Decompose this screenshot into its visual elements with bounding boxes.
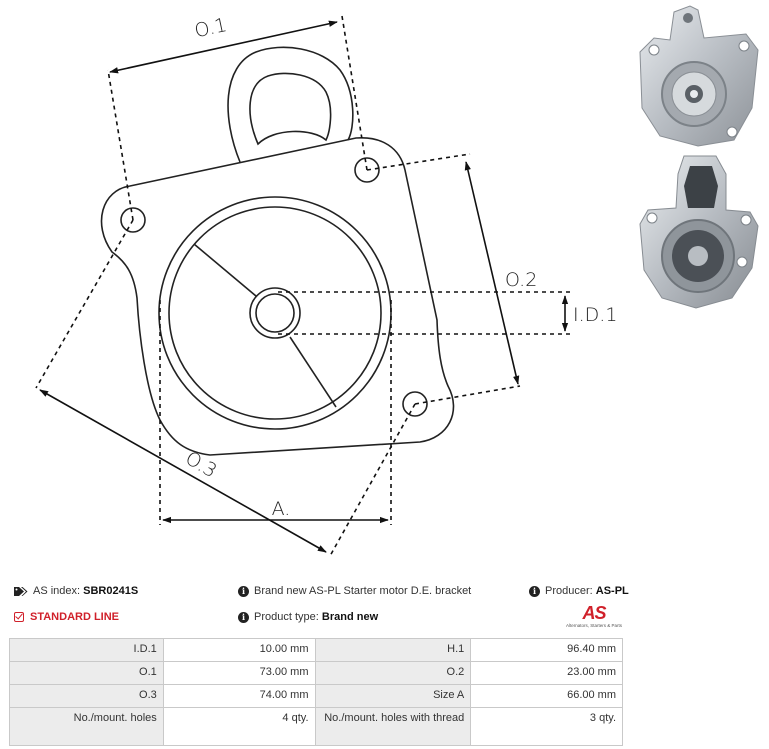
- as-index-label: AS index:: [33, 585, 81, 597]
- check-square-icon: [14, 612, 24, 622]
- spec-label: No./mount. holes with thread: [314, 707, 472, 746]
- standard-line-badge: STANDARD LINE: [14, 611, 119, 623]
- mount-hole-bottom-right: [402, 391, 428, 417]
- spec-value: 3 qty.: [470, 707, 623, 746]
- brand-logo-tagline: Alternators, Starters & Parts: [565, 623, 623, 628]
- spec-label: O.1: [9, 661, 164, 685]
- label-o2: O.2: [505, 269, 537, 291]
- product-type-label: Product type:: [254, 611, 319, 623]
- spec-value: 74.00 mm: [162, 684, 316, 708]
- spec-value: 66.00 mm: [470, 684, 623, 708]
- tags-icon: [14, 586, 28, 596]
- dim-o2-line: [464, 161, 520, 385]
- mount-hole-left: [120, 207, 146, 233]
- info-icon: i: [238, 611, 249, 623]
- dim-o3-line: [39, 389, 327, 553]
- bracket-front-photo: [634, 4, 764, 150]
- spec-value: 23.00 mm: [470, 661, 623, 685]
- standard-line-label: STANDARD LINE: [30, 611, 120, 623]
- dim-o1-line: [109, 20, 338, 74]
- producer-value: AS-PL: [595, 585, 629, 597]
- spec-value: 4 qty.: [162, 707, 316, 746]
- bracket-back-photo: [634, 152, 764, 312]
- as-index: AS index: SBR0241S: [14, 585, 138, 597]
- label-a: A.: [272, 498, 291, 520]
- hub-inner: [255, 293, 295, 333]
- label-o1: O.1: [193, 14, 229, 42]
- as-index-value: SBR0241S: [83, 585, 139, 597]
- spec-label: H.1: [314, 638, 472, 662]
- table-row: I.D.1 10.00 mm H.1 96.40 mm: [9, 638, 623, 662]
- top-lug-outline: [227, 46, 354, 163]
- product-info: AS index: SBR0241S i Brand new AS-PL Sta…: [14, 585, 629, 635]
- spec-value: 73.00 mm: [162, 661, 316, 685]
- product-type-value: Brand new: [321, 611, 379, 623]
- brand-logo-mark: AS: [582, 603, 606, 623]
- table-row: No./mount. holes 4 qty. No./mount. holes…: [9, 707, 623, 746]
- spec-value: 10.00 mm: [162, 638, 316, 662]
- spec-value: 96.40 mm: [470, 638, 623, 662]
- technical-drawing: O.1 O.2 O.3 A. I.D.1: [35, 14, 617, 557]
- spec-label: O.3: [9, 684, 164, 708]
- description-text: Brand new AS-PL Starter motor D.E. brack…: [254, 585, 472, 597]
- mount-hole-top-right: [354, 157, 380, 183]
- info-icon: i: [529, 585, 540, 597]
- producer: i Producer: AS-PL: [529, 585, 629, 597]
- specs-table: I.D.1 10.00 mm H.1 96.40 mm O.1 73.00 mm…: [9, 638, 623, 746]
- description: i Brand new AS-PL Starter motor D.E. bra…: [238, 585, 471, 597]
- table-row: O.3 74.00 mm Size A 66.00 mm: [9, 684, 623, 708]
- producer-label: Producer:: [545, 585, 593, 597]
- info-icon: i: [238, 585, 249, 597]
- spec-label: Size A: [314, 684, 472, 708]
- label-o3: O.3: [182, 447, 221, 482]
- brand-logo: AS Alternators, Starters & Parts: [562, 604, 626, 632]
- product-type: i Product type: Brand new: [238, 611, 378, 623]
- spec-label: O.2: [314, 661, 472, 685]
- bore-inner: [168, 206, 382, 420]
- label-id1: I.D.1: [573, 304, 617, 326]
- spec-label: No./mount. holes: [9, 707, 164, 746]
- table-row: O.1 73.00 mm O.2 23.00 mm: [9, 661, 623, 685]
- flange-outline: [100, 137, 455, 456]
- bore-outer: [158, 196, 392, 430]
- hub-outer: [249, 287, 301, 339]
- spec-label: I.D.1: [9, 638, 164, 662]
- top-lug-inner: [249, 72, 332, 146]
